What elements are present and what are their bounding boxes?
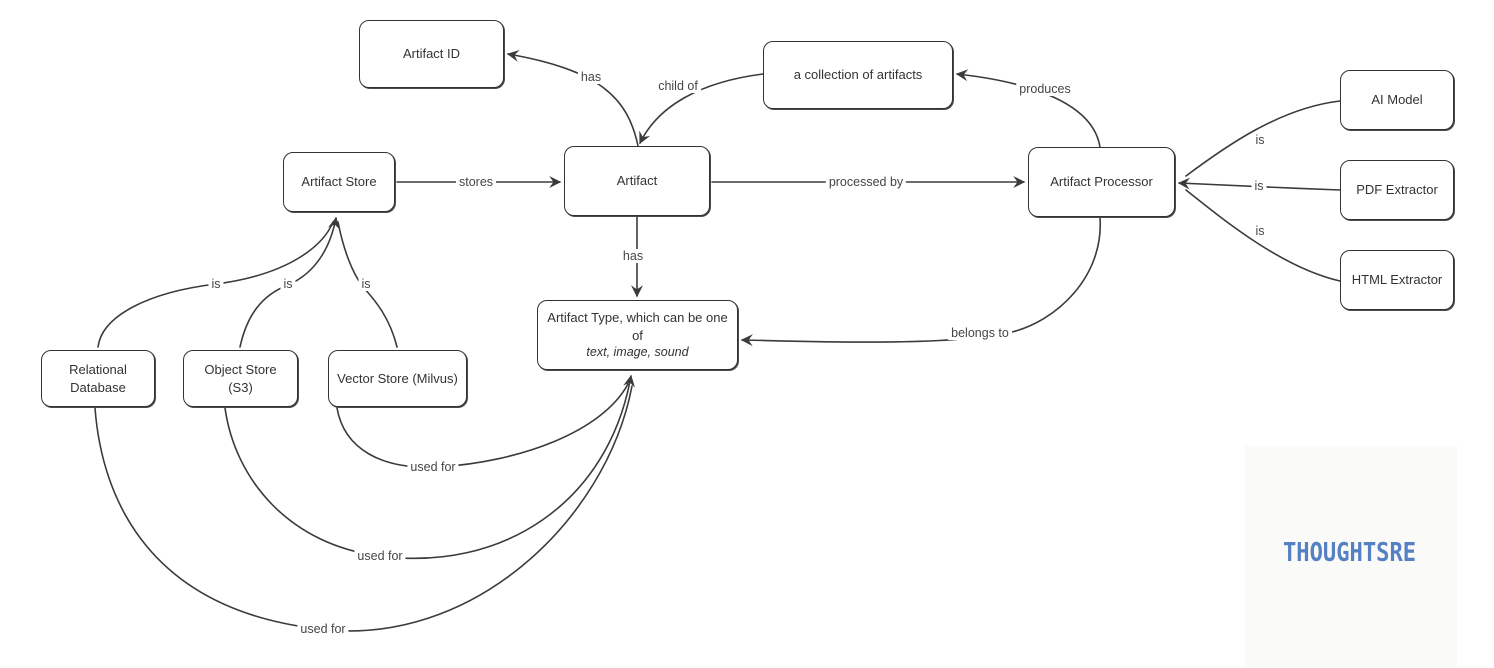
edge-label-used-for-relational-database: used for xyxy=(297,622,349,636)
node-html-extractor: HTML Extractor xyxy=(1340,250,1454,310)
node-pdf-extractor-label: PDF Extractor xyxy=(1356,182,1438,198)
edge-is-ai-model xyxy=(1185,100,1341,177)
node-ai-model-label: AI Model xyxy=(1371,92,1423,108)
edge-label-is-relational-database: is xyxy=(208,277,224,291)
watermark-logo: THOUGHTSRE xyxy=(1283,538,1417,568)
edge-label-child-of: child of xyxy=(655,79,701,93)
edge-label-has-artifact-type: has xyxy=(619,249,647,263)
node-html-extractor-label: HTML Extractor xyxy=(1351,272,1443,288)
corner-panel xyxy=(1245,446,1457,668)
node-collection-of-artifacts: a collection of artifacts xyxy=(763,41,953,109)
node-relational-database-label: Relational Database xyxy=(69,361,127,395)
edge-label-is-html-extractor: is xyxy=(1252,224,1268,238)
node-relational-database: Relational Database xyxy=(41,350,155,407)
node-vector-store-label: Vector Store (Milvus) xyxy=(337,370,458,386)
node-artifact-store-label: Artifact Store xyxy=(301,174,377,190)
edge-is-html-extractor xyxy=(1185,189,1341,282)
edge-has-artifact-id xyxy=(506,49,639,147)
edge-label-has-artifact-id: has xyxy=(577,70,605,84)
edge-label-is-pdf-extractor: is xyxy=(1251,179,1267,193)
edge-child-of xyxy=(639,73,764,145)
node-object-store-label: Object Store (S3) xyxy=(204,361,277,395)
edge-label-is-object-store: is xyxy=(280,277,296,291)
edge-label-used-for-object-store: used for xyxy=(354,549,406,563)
node-artifact-processor: Artifact Processor xyxy=(1028,147,1175,217)
node-vector-store: Vector Store (Milvus) xyxy=(328,350,467,407)
node-artifact-type-line1: Artifact Type, which can be one of xyxy=(547,310,728,343)
node-artifact-id-label: Artifact ID xyxy=(402,46,461,62)
node-pdf-extractor: PDF Extractor xyxy=(1340,160,1454,220)
node-ai-model: AI Model xyxy=(1340,70,1454,130)
node-artifact-type: Artifact Type, which can be one of text,… xyxy=(537,300,738,370)
node-artifact-label: Artifact xyxy=(616,173,658,189)
edge-label-processed-by: processed by xyxy=(825,175,907,189)
node-artifact-processor-label: Artifact Processor xyxy=(1050,174,1153,190)
edge-label-is-ai-model: is xyxy=(1252,133,1268,147)
edge-label-belongs-to: belongs to xyxy=(948,326,1012,340)
node-artifact: Artifact xyxy=(564,146,710,216)
edge-belongs-to xyxy=(740,217,1101,347)
edge-label-stores: stores xyxy=(455,175,497,189)
node-artifact-id: Artifact ID xyxy=(359,20,504,88)
edge-produces xyxy=(955,69,1101,148)
edge-used-for-relational-database xyxy=(94,385,633,632)
node-artifact-type-line2: text, image, sound xyxy=(586,345,689,360)
node-collection-label: a collection of artifacts xyxy=(793,67,923,83)
node-object-store: Object Store (S3) xyxy=(183,350,298,407)
edge-label-is-vector-store: is xyxy=(358,277,374,291)
node-artifact-store: Artifact Store xyxy=(283,152,395,212)
edge-label-used-for-vector-store: used for xyxy=(407,460,459,474)
edge-label-produces: produces xyxy=(1016,82,1074,96)
